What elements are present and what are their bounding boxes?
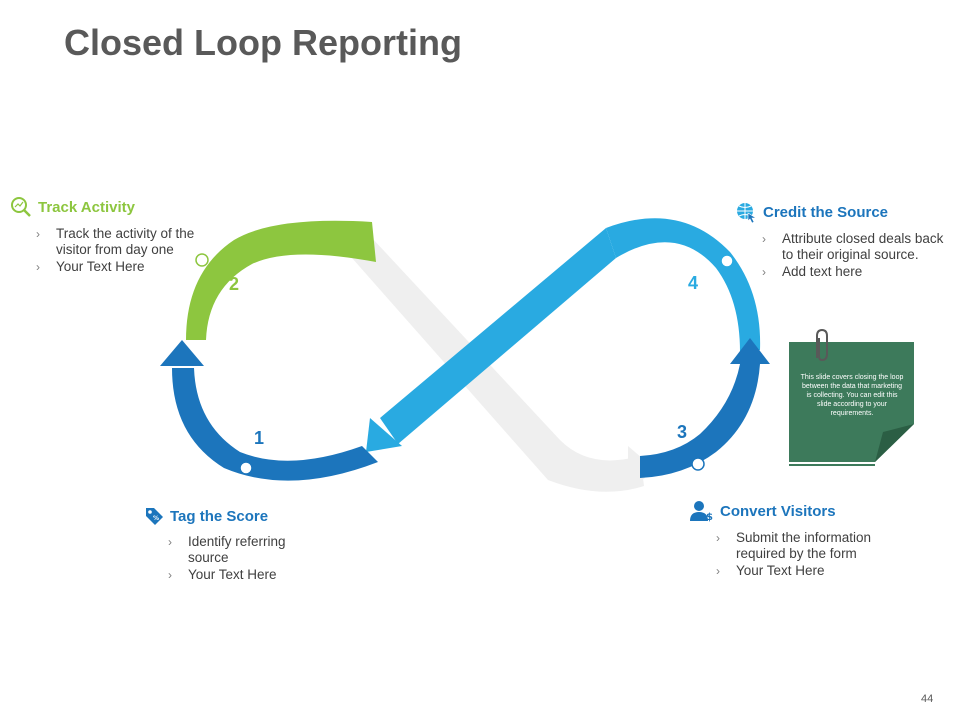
light-blue-crossing-band [380, 228, 616, 444]
user-dollar-icon: $ [690, 501, 713, 522]
step-4-number: 4 [688, 273, 698, 293]
segment-1-arrowhead [160, 340, 204, 366]
slide-title: Closed Loop Reporting [64, 22, 462, 63]
segment-4-arc [606, 218, 761, 352]
segment-2-arc [186, 220, 376, 340]
list-item: Your Text Here [36, 259, 220, 275]
list-item: Your Text Here [716, 563, 890, 579]
convert-visitors-block: $ Convert Visitors Submit the informatio… [690, 500, 890, 580]
list-item: Attribute closed deals back to their ori… [762, 231, 956, 263]
magnifier-chart-icon [11, 197, 31, 217]
segment-1-arc [172, 368, 378, 481]
page-number: 44 [921, 693, 934, 705]
list-item: Track the activity of the visitor from d… [36, 226, 220, 258]
svg-text:$: $ [706, 512, 713, 522]
credit-source-bullets: Attribute closed deals back to their ori… [762, 231, 956, 280]
track-activity-heading: Track Activity [10, 196, 220, 218]
step-3-number: 3 [677, 422, 687, 442]
track-activity-block: Track Activity Track the activity of the… [10, 196, 220, 276]
convert-visitors-title: Convert Visitors [720, 502, 836, 520]
list-item: Identify referring source [168, 534, 298, 566]
node-marker [239, 461, 253, 475]
list-item: Add text here [762, 264, 956, 280]
credit-source-block: Credit the Source Attribute closed deals… [736, 202, 956, 281]
globe-cursor-icon [737, 203, 757, 223]
segment-3-arrowhead [730, 338, 770, 364]
sticky-note-shape [789, 342, 914, 466]
segment-3-arc [640, 364, 760, 478]
sticky-note: This slide covers closing the loop betwe… [789, 328, 914, 466]
credit-source-heading: Credit the Source [736, 202, 956, 223]
node-marker [691, 457, 705, 471]
tag-icon: % [146, 508, 163, 525]
sticky-note-text: This slide covers closing the loop betwe… [800, 374, 904, 417]
node-marker [720, 254, 734, 268]
track-activity-title: Track Activity [38, 198, 135, 216]
track-activity-bullets: Track the activity of the visitor from d… [36, 226, 220, 275]
tag-score-bullets: Identify referring source Your Text Here [168, 534, 324, 583]
step-1-number: 1 [254, 428, 264, 448]
convert-visitors-heading: $ Convert Visitors [690, 500, 890, 522]
credit-source-title: Credit the Source [763, 204, 889, 221]
list-item: Your Text Here [168, 567, 324, 583]
tag-score-block: % Tag the Score Identify referring sourc… [144, 506, 324, 584]
light-blue-arrowhead [366, 418, 402, 452]
svg-text:%: % [153, 515, 159, 522]
tag-score-heading: % Tag the Score [144, 506, 324, 526]
step-2-number: 2 [229, 274, 239, 294]
paperclip-icon [816, 328, 828, 362]
list-item: Submit the information required by the f… [716, 530, 886, 562]
convert-visitors-bullets: Submit the information required by the f… [716, 530, 890, 579]
tag-score-title: Tag the Score [170, 507, 269, 525]
grey-crossing-band [352, 238, 644, 492]
